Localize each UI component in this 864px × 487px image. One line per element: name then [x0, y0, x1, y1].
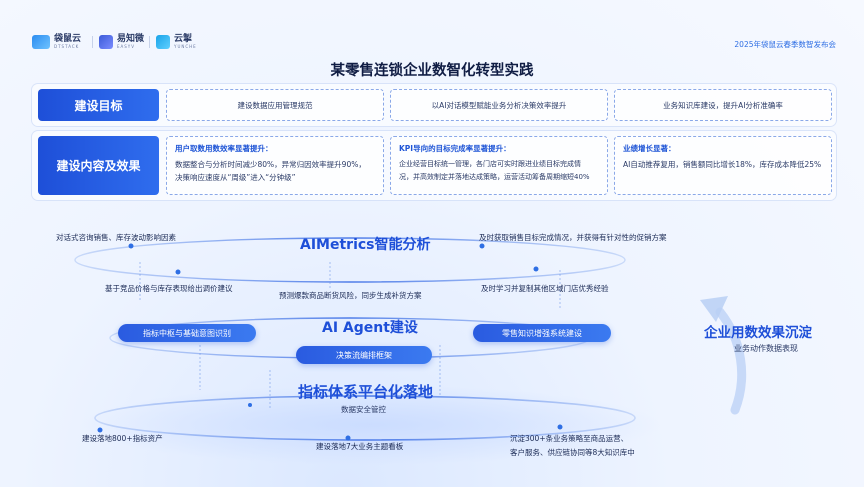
goal-cell: 以AI对话模型赋能业务分析决策效率提升	[390, 89, 608, 121]
effects-row: 建设内容及效果 用户取数用数效率显著提升： 数据整合与分析时间减少80%，异常归…	[32, 131, 836, 200]
aimetrics-title: AIMetrics智能分析	[300, 237, 431, 253]
annotation: 及时获取销售目标完成情况，并获得有针对性的促销方案	[479, 233, 667, 242]
effect-line: 数据整合与分析时间减少80%，异常归因效率提升90%，	[175, 160, 366, 169]
bottom-glow	[80, 385, 660, 465]
indicator-platform-title: 指标体系平台化落地	[298, 383, 434, 401]
effect-line: 况，并高效制定并落地达成策略，运营活动筹备周期缩短40%	[399, 173, 590, 181]
bottom-ring	[94, 395, 636, 441]
goals-label: 建设目标	[38, 89, 159, 121]
annotation: 沉淀300+条业务策略至商品运营、	[510, 434, 629, 443]
ring-dots	[97, 243, 563, 441]
effect-heading: 业绩增长显著：	[623, 144, 676, 153]
side-title: 企业用数效果沉淀	[704, 325, 812, 341]
agent-pill: 决策流编排框架	[296, 346, 432, 364]
easyv-logo-icon	[99, 35, 113, 49]
cycle-arrow	[715, 307, 747, 415]
indicator-platform-subtitle: 数据安全管控	[341, 405, 386, 414]
annotation: 基于竞品价格与库存表现给出调价建议	[105, 284, 233, 293]
page-title: 某零售连锁企业数智化转型实践	[330, 63, 534, 79]
goal-cell: 业务知识库建设，提升AI分析准确率	[614, 89, 832, 121]
yunche-logo-icon	[156, 35, 170, 49]
effect-cell: KPI导向的目标完成率显著提升： 企业经营目标统一管理，各门店可实时跟进业绩目标…	[390, 136, 608, 195]
effect-line: 企业经营目标统一管理，各门店可实时跟进业绩目标完成情	[399, 160, 581, 168]
logo-en: EASYV	[117, 44, 135, 49]
annotation: 客户服务、供应链协同等8大知识库中	[510, 448, 635, 457]
annotation: 对话式咨询销售、库存波动影响因素	[56, 233, 176, 242]
logo-en: YUNCHE	[174, 44, 197, 49]
logo-cn: 易知微	[117, 34, 145, 44]
logo-cn: 袋鼠云	[54, 34, 82, 44]
effect-heading: 用户取数用数效率显著提升：	[175, 144, 273, 153]
logo-cn: 云掣	[174, 34, 193, 44]
ai-agent-title: AI Agent建设	[322, 320, 418, 336]
cloud-logo-icon	[32, 35, 50, 49]
annotation: 预测爆款商品断货风险，同步生成补货方案	[279, 291, 422, 300]
goals-row: 建设目标 建设数据应用管理规范 以AI对话模型赋能业务分析决策效率提升 业务知识…	[32, 84, 836, 126]
logo-en: DTSTACK	[54, 44, 80, 49]
annotation: 建设落地7大业务主题看板	[316, 442, 404, 451]
annotation: 及时学习并复制其他区域门店优秀经验	[481, 284, 609, 293]
cycle-arrow-head	[700, 296, 728, 322]
effects-label: 建设内容及效果	[38, 136, 159, 195]
effect-cell: 业绩增长显著： AI自动推荐复用，销售额同比增长18%，库存成本降低25%	[614, 136, 832, 195]
agent-pill: 指标中枢与基础意图识别	[118, 324, 256, 342]
logo-separator	[149, 36, 150, 48]
annotation: 建设落地800+指标资产	[82, 434, 163, 443]
effect-line: 决策响应速度从“周级”进入“分钟级”	[175, 173, 296, 182]
effect-cell: 用户取数用数效率显著提升： 数据整合与分析时间减少80%，异常归因效率提升90%…	[166, 136, 384, 195]
agent-pill: 零售知识增强系统建设	[473, 324, 611, 342]
effect-heading: KPI导向的目标完成率显著提升：	[399, 144, 511, 153]
connector-lines	[139, 262, 561, 410]
logo-separator	[92, 36, 93, 48]
event-name: 2025年袋鼠云春季数智发布会	[734, 40, 836, 49]
top-ring	[74, 237, 626, 283]
goal-cell: 建设数据应用管理规范	[166, 89, 384, 121]
effect-line: AI自动推荐复用，销售额同比增长18%，库存成本降低25%	[623, 160, 822, 169]
side-subtitle: 业务动作数据表现	[734, 344, 798, 353]
